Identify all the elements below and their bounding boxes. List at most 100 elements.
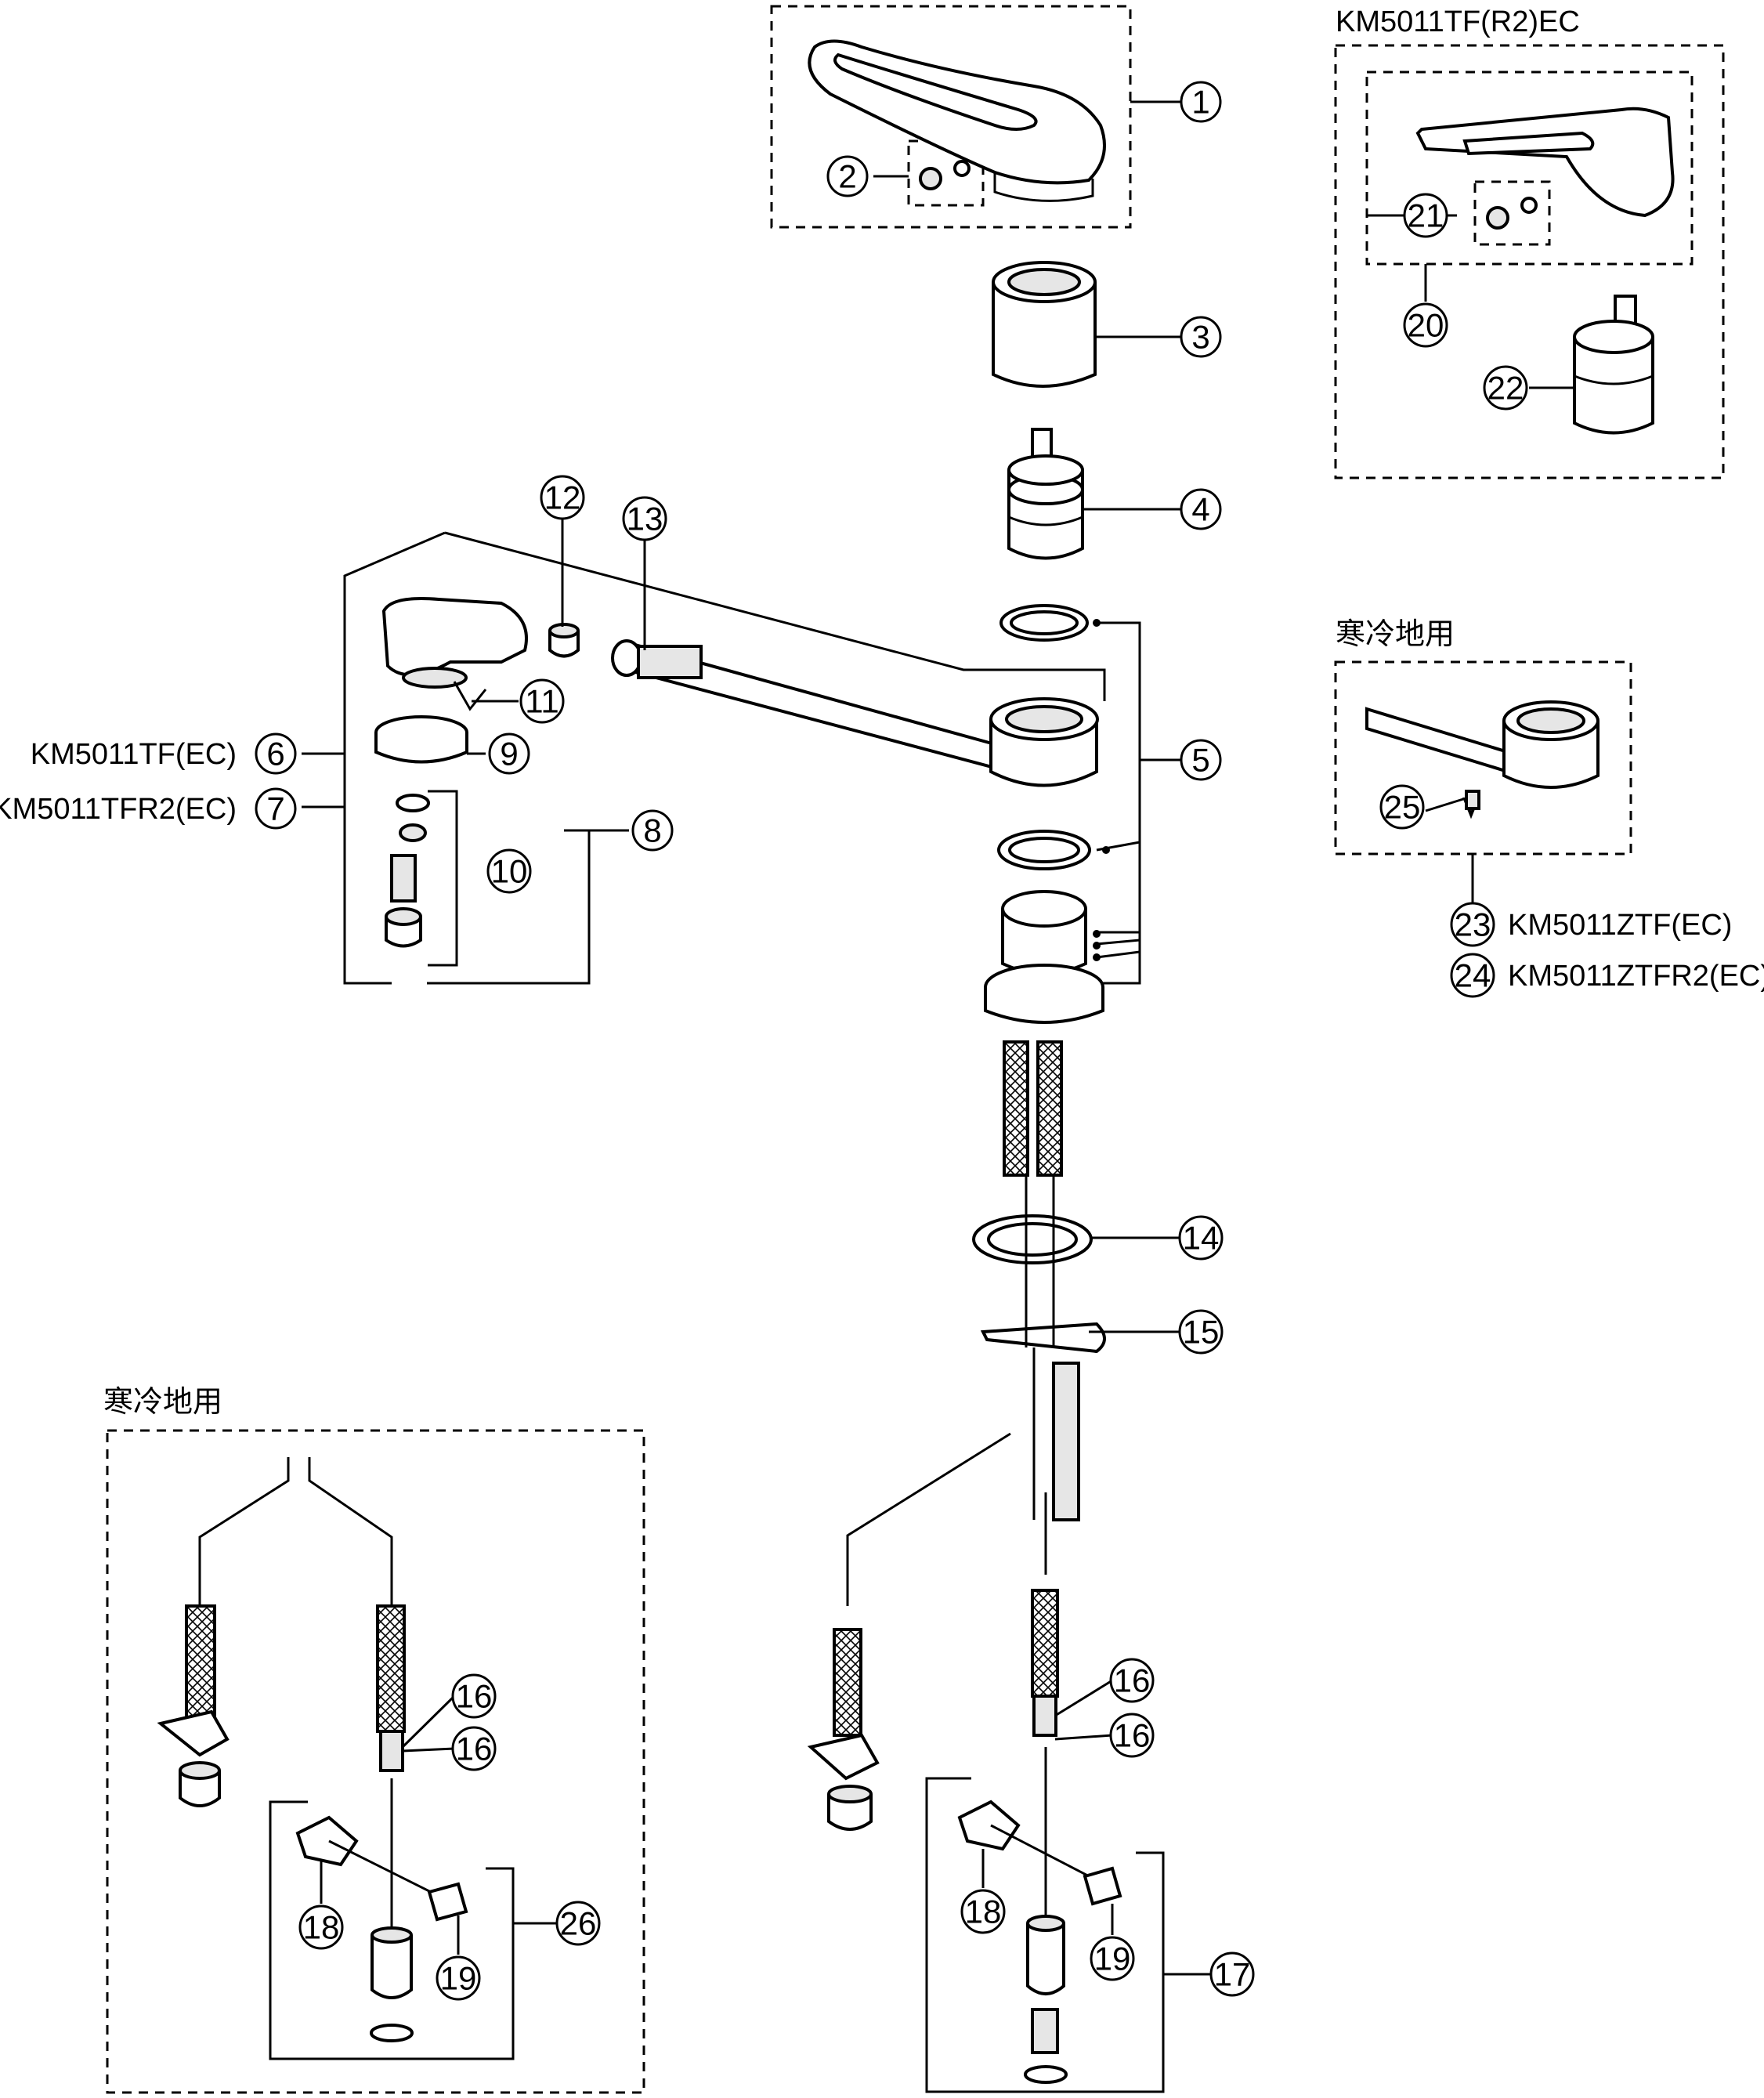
callout-25: 25 [1379, 784, 1425, 830]
svg-text:18: 18 [965, 1894, 1002, 1930]
callout-26: 26 [555, 1901, 601, 1946]
callout-18-lower: 18 [960, 1889, 1006, 1934]
callout-14: 14 [1178, 1215, 1224, 1261]
model-label-23: KM5011ZTF(EC) [1508, 909, 1732, 942]
svg-text:3: 3 [1191, 319, 1209, 356]
clip-set-bracket-26 [269, 1800, 515, 2060]
svg-text:16: 16 [1114, 1717, 1151, 1754]
svg-text:10: 10 [491, 853, 528, 890]
svg-text:7: 7 [266, 790, 284, 827]
clip-18-cold [295, 1815, 359, 1867]
callout-20: 20 [1403, 302, 1448, 348]
r2-handle-screw [1486, 197, 1538, 230]
handle-group-box [770, 5, 1132, 229]
svg-text:11: 11 [525, 683, 559, 720]
callout-1: 1 [1180, 81, 1222, 123]
callout-18-cold: 18 [298, 1904, 344, 1950]
callout-16-b: 16 [1109, 1713, 1155, 1758]
handle-screw [919, 160, 971, 190]
r2-lever-handle [1415, 107, 1675, 218]
clip-19-lower [1083, 1866, 1122, 1906]
lower-supply-hose-right [1031, 1589, 1059, 1923]
adapter-cold [370, 1926, 414, 2042]
cold-hose-left [157, 1604, 230, 1807]
callout-24: 24 [1450, 953, 1495, 998]
callout-11: 11 [519, 678, 565, 724]
svg-text:8: 8 [643, 812, 661, 849]
hose-coupler-13 [611, 639, 703, 679]
variant-r2-title: KM5011TF(R2)EC [1336, 5, 1580, 38]
callout-13: 13 [622, 496, 667, 541]
svg-text:9: 9 [500, 736, 518, 772]
spray-clip [453, 681, 487, 711]
callout-3: 3 [1180, 316, 1222, 358]
svg-text:12: 12 [544, 479, 581, 516]
mounting-bracket-15 [980, 1322, 1106, 1521]
svg-text:21: 21 [1408, 197, 1444, 234]
svg-text:24: 24 [1455, 957, 1491, 994]
svg-text:6: 6 [266, 736, 284, 772]
spray-internals [385, 794, 430, 948]
faucet-body [984, 890, 1104, 1024]
svg-text:5: 5 [1191, 742, 1209, 779]
callout-16-d: 16 [451, 1726, 497, 1771]
svg-text:17: 17 [1214, 1956, 1251, 1993]
svg-text:2: 2 [838, 158, 856, 195]
svg-text:13: 13 [627, 501, 663, 537]
r2-screw-box [1473, 180, 1551, 246]
spout-oring-bottom [997, 830, 1091, 870]
svg-text:16: 16 [456, 1678, 493, 1715]
cold-hose-right [376, 1604, 406, 1772]
lower-supply-hose-left [807, 1628, 880, 1831]
supply-hoses-upper [1003, 1040, 1063, 1177]
callout-15: 15 [1178, 1309, 1224, 1355]
cold-spout [1365, 700, 1600, 819]
adapter-lower [1024, 1915, 1068, 2084]
model-label-7: KM5011TFR2(EC) [0, 793, 237, 826]
callout-23: 23 [1450, 902, 1495, 947]
callout-12: 12 [540, 475, 585, 520]
svg-text:16: 16 [1114, 1662, 1151, 1699]
spray-head [381, 597, 528, 689]
svg-text:23: 23 [1455, 906, 1491, 943]
callout-21: 21 [1403, 193, 1448, 238]
cold-spout-box [1334, 660, 1632, 855]
spray-bracket-outer [343, 531, 446, 985]
callout-2: 2 [826, 155, 869, 197]
svg-text:25: 25 [1384, 789, 1421, 826]
lever-handle [808, 39, 1106, 202]
svg-text:16: 16 [456, 1731, 493, 1767]
svg-text:4: 4 [1191, 491, 1209, 528]
model-label-24: KM5011ZTFR2(EC) [1508, 960, 1764, 993]
r2-handle-box [1365, 71, 1694, 266]
svg-text:18: 18 [303, 1909, 340, 1946]
callout-6: 6 [255, 732, 297, 775]
callout-10: 10 [486, 848, 532, 894]
svg-text:22: 22 [1487, 370, 1524, 407]
callout-22: 22 [1483, 365, 1528, 411]
callout-16-a: 16 [1109, 1658, 1155, 1703]
callout-9: 9 [488, 732, 530, 775]
cold-region-right-title: 寒冷地用 [1336, 618, 1455, 651]
callout-19-lower: 19 [1090, 1936, 1135, 1981]
r2-variant-box [1334, 44, 1725, 479]
spout-oring-top [999, 604, 1089, 642]
cap-nut-12 [548, 623, 580, 658]
base-gasket-14 [972, 1214, 1093, 1264]
model-label-6: KM5011TF(EC) [31, 738, 237, 771]
clip-set-bracket-17 [925, 1777, 1165, 2093]
callout-8: 8 [631, 809, 674, 852]
spray-nut [374, 715, 468, 764]
svg-text:20: 20 [1408, 307, 1444, 344]
spout-pipe [625, 640, 1099, 787]
svg-text:15: 15 [1183, 1314, 1220, 1351]
callout-17: 17 [1209, 1952, 1255, 1997]
svg-text:26: 26 [560, 1905, 597, 1942]
callout-7: 7 [255, 787, 297, 830]
clip-18-lower [957, 1800, 1021, 1851]
callout-4: 4 [1180, 488, 1222, 530]
cold-hose-box [106, 1429, 645, 2094]
callout-5: 5 [1180, 739, 1222, 781]
svg-text:14: 14 [1183, 1220, 1220, 1257]
